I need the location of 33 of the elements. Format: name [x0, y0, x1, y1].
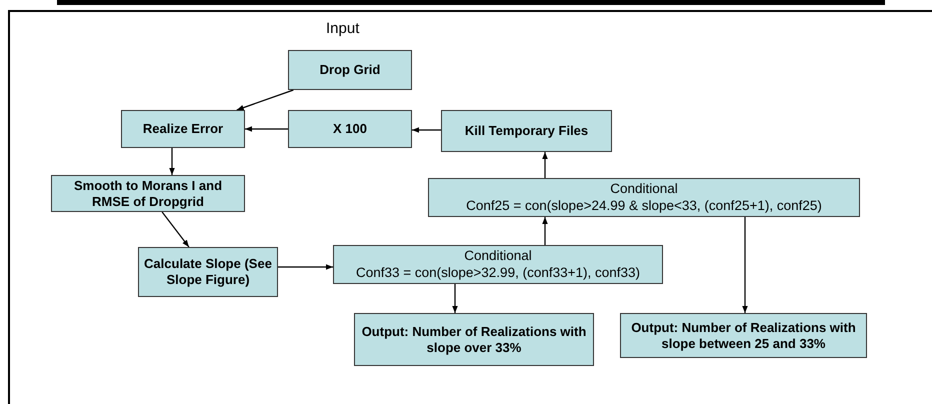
- process-box: [333, 245, 663, 284]
- arrow: [542, 217, 548, 245]
- process-box: [288, 50, 412, 90]
- process-box: [620, 313, 867, 358]
- arrow: [162, 212, 190, 248]
- arrow: [542, 152, 548, 178]
- box-label: Smooth to Morans I and RMSE of Dropgrid: [72, 178, 224, 210]
- process-box: [354, 313, 594, 366]
- box-label: Kill Temporary Files: [464, 123, 590, 139]
- box-heading: Conditional: [610, 181, 678, 198]
- box-label: Output: Number of Realizations with slope between 25 and 33%: [630, 320, 857, 352]
- process-box: [121, 110, 245, 148]
- box-label: Realize Error: [142, 121, 224, 137]
- process-box: [138, 247, 278, 297]
- arrow: [169, 148, 175, 175]
- arrow: [412, 127, 441, 133]
- process-box: [288, 110, 412, 148]
- arrow: [278, 264, 333, 270]
- arrow: [452, 284, 458, 313]
- box-label: X 100: [332, 121, 368, 137]
- box-formula: Conf25 = con(slope>24.99 & slope<33, (conf25+1), conf25): [466, 198, 822, 214]
- box-label: Output: Number of Realizations with slope over 33%: [360, 324, 588, 356]
- process-box: [428, 178, 860, 217]
- box-formula: Conf33 = con(slope>32.99, (conf33+1), conf33): [356, 264, 640, 281]
- process-box: [441, 110, 612, 152]
- input-heading: Input: [326, 19, 360, 39]
- arrow: [245, 126, 288, 132]
- arrow: [236, 89, 294, 111]
- process-box: [51, 175, 245, 212]
- box-label: Drop Grid: [318, 62, 382, 78]
- arrow: [742, 217, 748, 313]
- box-label: Calculate Slope (See Slope Figure): [143, 256, 273, 288]
- box-heading: Conditional: [464, 248, 532, 264]
